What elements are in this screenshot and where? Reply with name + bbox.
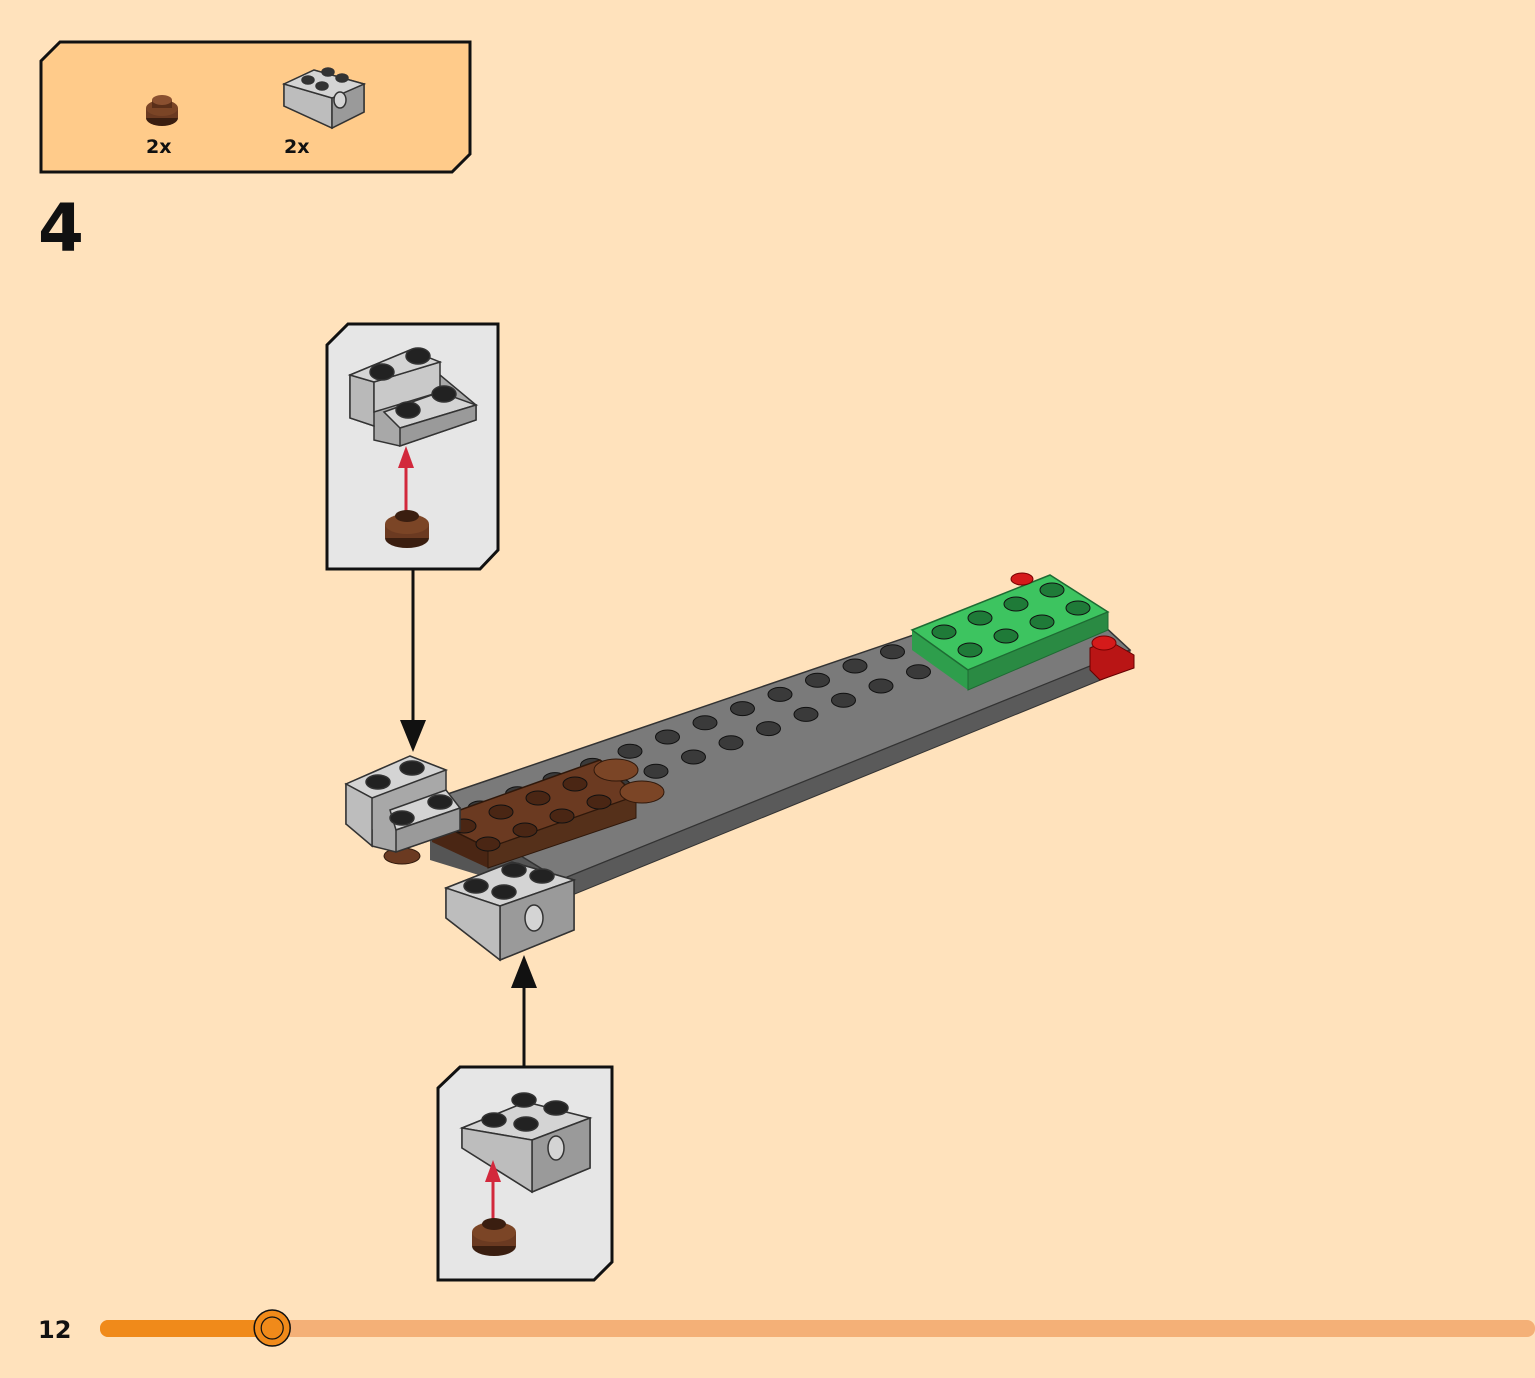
stud <box>767 686 793 702</box>
stud <box>617 743 643 759</box>
stud <box>643 763 669 779</box>
stud <box>730 701 755 717</box>
stud <box>681 749 706 765</box>
step-number: 4 <box>38 190 84 267</box>
stud <box>1018 621 1044 637</box>
stud <box>505 786 530 802</box>
stud <box>967 610 993 626</box>
stud <box>793 706 819 722</box>
stud <box>993 628 1019 644</box>
stud <box>586 794 612 810</box>
stud <box>906 664 931 680</box>
progress-bar <box>100 1309 1535 1347</box>
stud <box>943 650 969 666</box>
stud <box>692 715 718 731</box>
bottom-callout <box>436 1065 614 1282</box>
stud <box>488 804 514 820</box>
stud <box>981 635 1006 651</box>
part-quantity: 2x <box>284 136 310 158</box>
stud <box>1003 596 1029 612</box>
brown-round-plate-icon <box>472 1218 516 1256</box>
brown-round-plate-icon <box>385 510 429 548</box>
gray-bracket-brick-icon <box>281 67 367 130</box>
stud <box>992 601 1018 617</box>
page-number: 12 <box>38 1316 72 1344</box>
stud <box>957 642 983 658</box>
stud <box>1065 600 1091 616</box>
gray-bracket-brick-icon <box>347 347 479 448</box>
stud <box>842 658 868 674</box>
stud <box>531 806 556 822</box>
top-callout <box>325 322 500 571</box>
brown-round-plate-icon <box>146 95 178 126</box>
stud <box>831 692 856 708</box>
stud <box>606 777 631 793</box>
stud <box>1039 582 1065 598</box>
stud <box>655 729 680 745</box>
stud <box>805 672 830 688</box>
gray-bracket-brick-icon <box>443 861 577 962</box>
stud <box>1029 614 1055 630</box>
stud <box>718 735 744 751</box>
stud <box>880 644 905 660</box>
stud <box>542 772 568 788</box>
parts-list-box <box>39 40 472 174</box>
stud <box>525 790 551 806</box>
stud <box>493 820 519 836</box>
stud <box>1056 607 1081 623</box>
stud <box>917 630 943 646</box>
stud <box>512 822 538 838</box>
part-quantity: 2x <box>146 136 172 158</box>
stud <box>549 808 575 824</box>
gray-bracket-brick-icon <box>344 755 462 854</box>
stud <box>868 678 894 694</box>
stud <box>756 721 781 737</box>
stud <box>451 818 477 834</box>
stud <box>475 836 501 852</box>
stud <box>1030 587 1055 603</box>
progress-indicator <box>253 1309 291 1347</box>
stud <box>562 776 588 792</box>
stud <box>931 624 957 640</box>
main-assembly <box>344 572 1135 962</box>
gray-bracket-brick-icon <box>459 1092 593 1194</box>
stud <box>580 757 605 773</box>
stud <box>467 800 493 816</box>
stud <box>568 792 594 808</box>
stud <box>955 615 980 631</box>
